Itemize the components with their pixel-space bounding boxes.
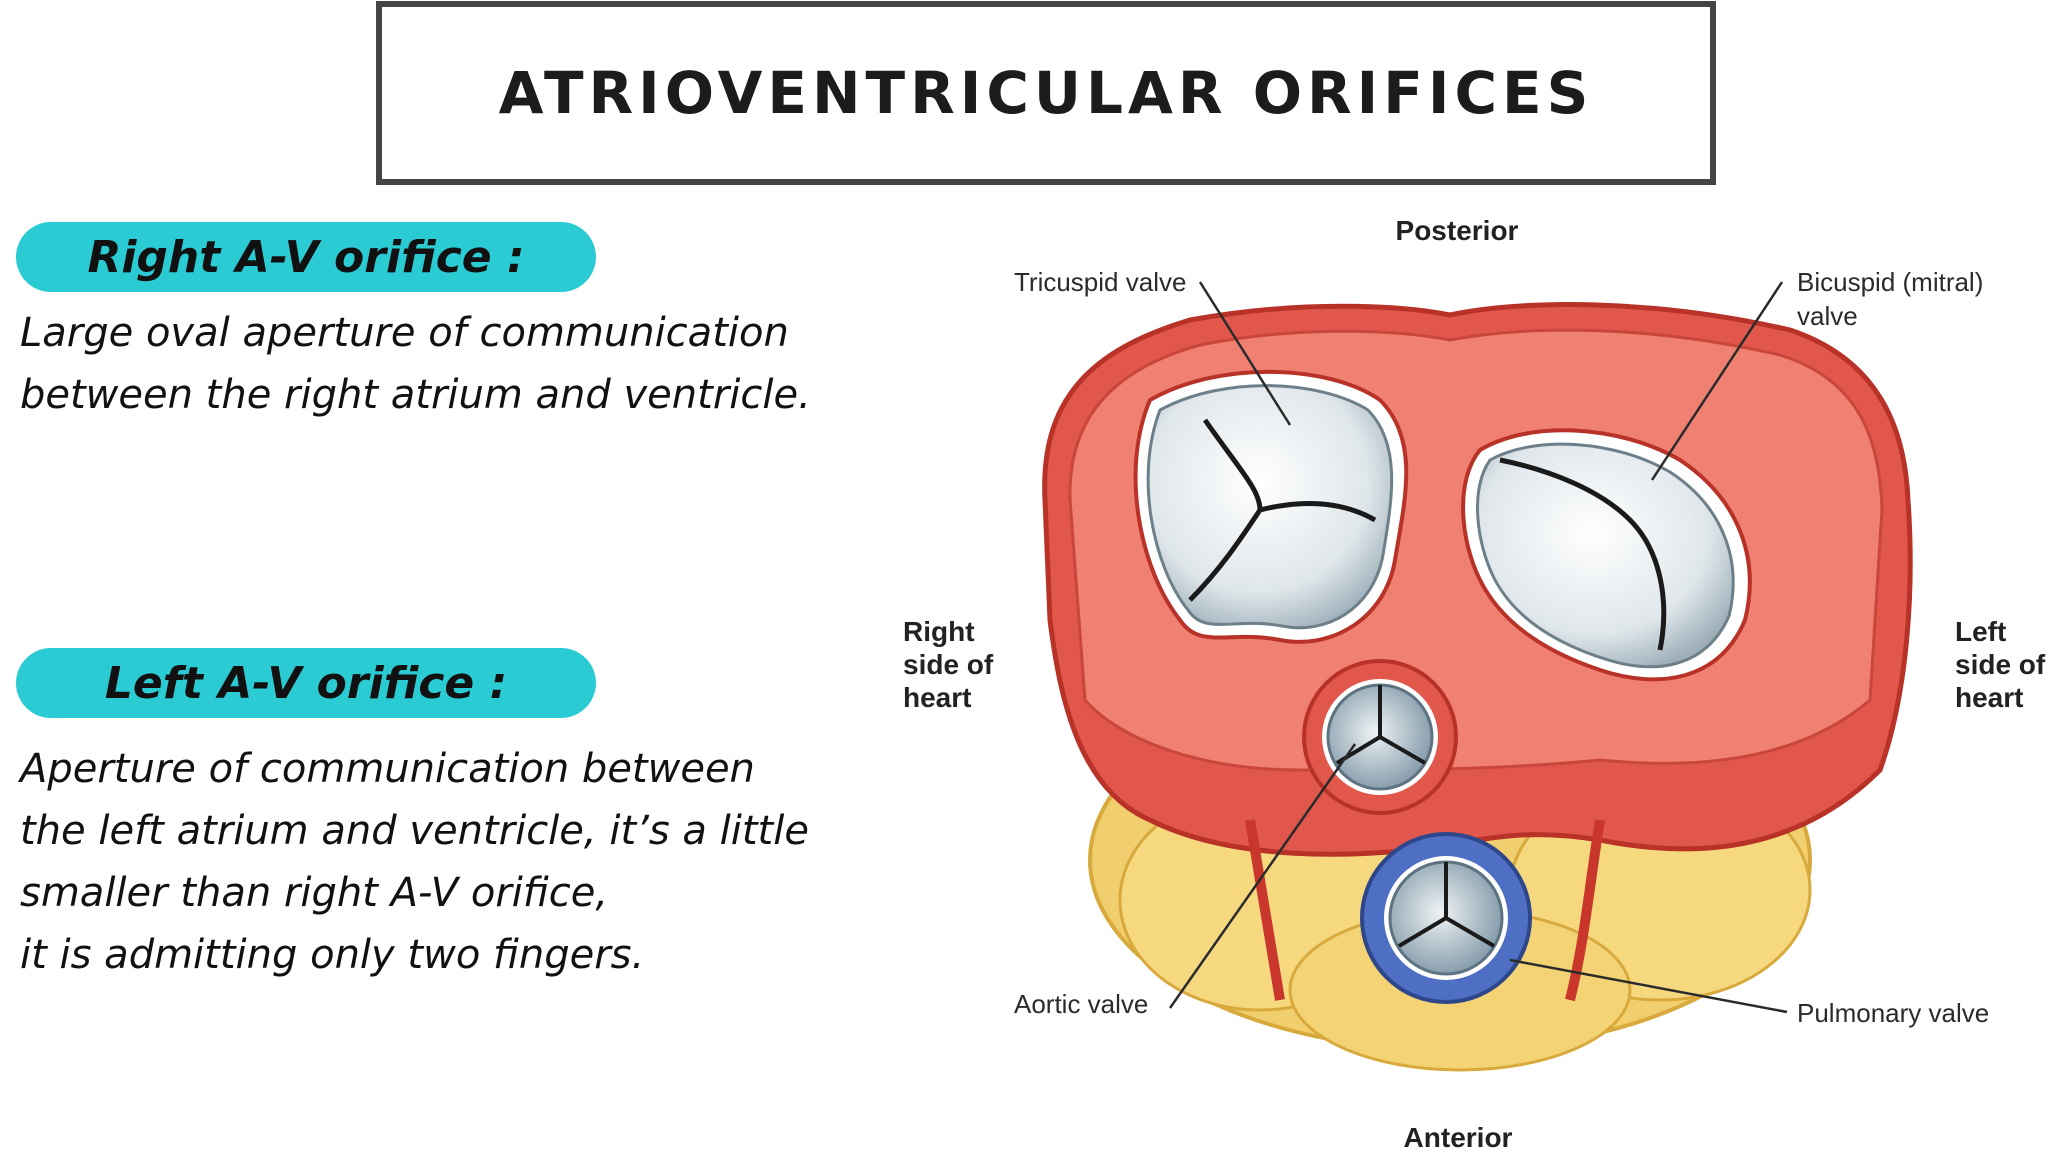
heart-valves-diagram: Posterior Anterior Tricuspid valve Bicus… <box>903 215 2046 1152</box>
right-side-label-line3: heart <box>903 682 971 713</box>
left-av-description: Aperture of communication between the le… <box>20 746 809 978</box>
coronary-vessel <box>1565 819 1605 1002</box>
anterior-label: Anterior <box>1404 1122 1513 1152</box>
coronary-vessel <box>1245 819 1285 1001</box>
bicuspid-valve-label-line2: valve <box>1797 301 1858 331</box>
pulmonary-valve <box>1360 832 1532 1004</box>
right-av-description: Large oval aperture of communication bet… <box>20 310 811 418</box>
aortic-valve <box>1302 659 1458 815</box>
left-side-label-line3: heart <box>1955 682 2023 713</box>
right-av-heading-pill: Right A-V orifice : <box>16 222 596 292</box>
bicuspid-valve-label-line1: Bicuspid (mitral) <box>1797 267 1983 297</box>
tricuspid-valve-label: Tricuspid valve <box>1014 267 1186 297</box>
right-side-label-line2: side of <box>903 649 994 680</box>
leader-lines <box>1168 281 1788 1014</box>
posterior-label: Posterior <box>1396 215 1519 246</box>
tricuspid-valve <box>1133 369 1409 644</box>
pulmonary-valve-label: Pulmonary valve <box>1797 998 1989 1028</box>
right-av-heading: Right A-V orifice : <box>87 231 525 283</box>
left-side-label-line2: side of <box>1955 649 2046 680</box>
bicuspid-valve <box>1461 428 1752 682</box>
page-title: ATRIOVENTRICULAR ORIFICES <box>498 59 1594 127</box>
left-av-heading: Left A-V orifice : <box>104 657 508 709</box>
left-av-heading-pill: Left A-V orifice : <box>16 648 596 718</box>
aortic-valve-label: Aortic valve <box>1014 989 1148 1019</box>
right-side-label-line1: Right <box>903 616 975 647</box>
left-side-label-line1: Left <box>1955 616 2006 647</box>
title-box: ATRIOVENTRICULAR ORIFICES <box>376 1 1716 185</box>
